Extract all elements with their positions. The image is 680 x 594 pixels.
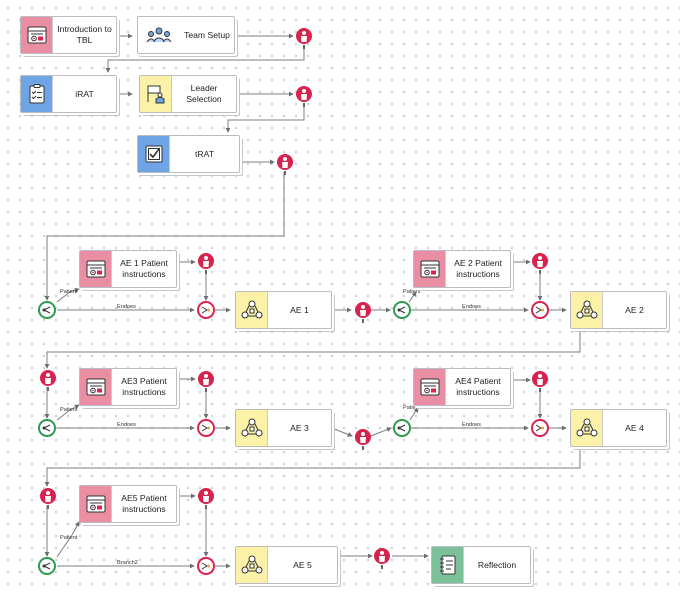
edge-label: Patient (60, 535, 78, 541)
person-gate-icon[interactable] (198, 488, 214, 504)
edge-label: Patient (403, 405, 421, 411)
group-activity-icon (571, 410, 603, 446)
activity-introduction-to-tbl[interactable]: Introduction to TBL (20, 16, 117, 54)
merge-gate-icon[interactable] (197, 301, 215, 319)
activity-ae4[interactable]: AE 4 (570, 409, 667, 447)
person-gate-icon[interactable] (374, 548, 390, 564)
branch-gate-icon[interactable] (38, 301, 56, 319)
activity-team-setup[interactable]: Team Setup (137, 16, 235, 54)
group-activity-icon (236, 410, 268, 446)
video-screen-icon (80, 251, 112, 287)
leader-podium-icon (140, 76, 172, 112)
activity-label: AE 2 (625, 304, 644, 315)
activity-label: Reflection (477, 559, 517, 570)
group-activity-icon (236, 292, 268, 328)
video-screen-icon (414, 369, 446, 405)
connector (331, 427, 353, 437)
notebook-icon (432, 547, 464, 583)
activity-label: Introduction to TBL (57, 24, 112, 45)
branch-gate-icon[interactable] (38, 419, 56, 437)
activity-label: Team Setup (184, 29, 230, 40)
video-screen-icon (21, 17, 53, 53)
video-screen-icon (80, 369, 112, 405)
video-screen-icon (414, 251, 446, 287)
activity-label: iRAT (75, 88, 94, 99)
activity-label: Leader Selection (186, 83, 222, 104)
person-gate-icon[interactable] (277, 154, 293, 170)
clipboard-icon (21, 76, 53, 112)
branch-gate-icon[interactable] (393, 301, 411, 319)
edge-label: Branch2 (117, 560, 138, 566)
activity-label: AE3 Patient instructions (121, 376, 167, 397)
merge-gate-icon[interactable] (197, 419, 215, 437)
activity-label: AE 3 (290, 422, 309, 433)
person-gate-icon[interactable] (532, 253, 548, 269)
activity-label: AE 2 Patient instructions (454, 258, 502, 279)
activity-ae1[interactable]: AE 1 (235, 291, 332, 329)
activity-ae1-patient-instructions[interactable]: AE 1 Patient instructions (79, 250, 177, 288)
branch-gate-icon[interactable] (38, 557, 56, 575)
merge-gate-icon[interactable] (531, 301, 549, 319)
video-screen-icon (80, 486, 112, 522)
checkbox-icon (138, 136, 170, 172)
person-gate-icon[interactable] (40, 370, 56, 386)
connector (44, 330, 581, 369)
edge-label: Patient (60, 407, 78, 413)
person-gate-icon[interactable] (198, 253, 214, 269)
activity-ae2-patient-instructions[interactable]: AE 2 Patient instructions (413, 250, 511, 288)
person-gate-icon[interactable] (198, 371, 214, 387)
activity-ae3-patient-instructions[interactable]: AE3 Patient instructions (79, 368, 177, 406)
activity-label: tRAT (195, 148, 214, 159)
activity-ae2[interactable]: AE 2 (570, 291, 667, 329)
connector (105, 45, 305, 73)
edge-label: Patient (60, 289, 78, 295)
group-activity-icon (571, 292, 603, 328)
group-activity-icon (236, 547, 268, 583)
connector (225, 103, 305, 133)
connector (56, 404, 80, 421)
activity-reflection[interactable]: Reflection (431, 546, 531, 584)
activity-ae4-patient-instructions[interactable]: AE4 Patient instructions (413, 368, 511, 406)
edge-label: Endoes (462, 422, 481, 428)
activity-ae3[interactable]: AE 3 (235, 409, 332, 447)
connector (44, 172, 285, 301)
person-gate-icon[interactable] (40, 488, 56, 504)
activity-ae5[interactable]: AE 5 (235, 546, 338, 584)
connector (408, 291, 417, 303)
edge-label: Patient (403, 289, 421, 295)
merge-gate-icon[interactable] (197, 557, 215, 575)
activity-label: AE5 Patient instructions (121, 493, 167, 514)
branch-gate-icon[interactable] (393, 419, 411, 437)
activity-leader-selection[interactable]: Leader Selection (139, 75, 237, 113)
edge-label: Endoes (117, 422, 136, 428)
activity-trat[interactable]: tRAT (137, 135, 240, 173)
person-gate-icon[interactable] (296, 86, 312, 102)
merge-gate-icon[interactable] (531, 419, 549, 437)
activity-ae5-patient-instructions[interactable]: AE5 Patient instructions (79, 485, 177, 523)
connector (409, 407, 419, 421)
activity-label: AE 4 (625, 422, 644, 433)
person-gate-icon[interactable] (296, 28, 312, 44)
person-gate-icon[interactable] (355, 302, 371, 318)
connector (56, 521, 80, 558)
team-icon (138, 17, 180, 53)
activity-label: AE 5 (293, 559, 312, 570)
activity-label: AE4 Patient instructions (455, 376, 501, 397)
edge-label: Endoes (462, 304, 481, 310)
connector (44, 448, 581, 487)
person-gate-icon[interactable] (532, 371, 548, 387)
connector (370, 427, 392, 437)
activity-irat[interactable]: iRAT (20, 75, 117, 113)
edge-label: Endoes (117, 304, 136, 310)
person-gate-icon[interactable] (355, 429, 371, 445)
activity-label: AE 1 Patient instructions (120, 258, 168, 279)
connector (56, 287, 80, 303)
activity-label: AE 1 (290, 304, 309, 315)
